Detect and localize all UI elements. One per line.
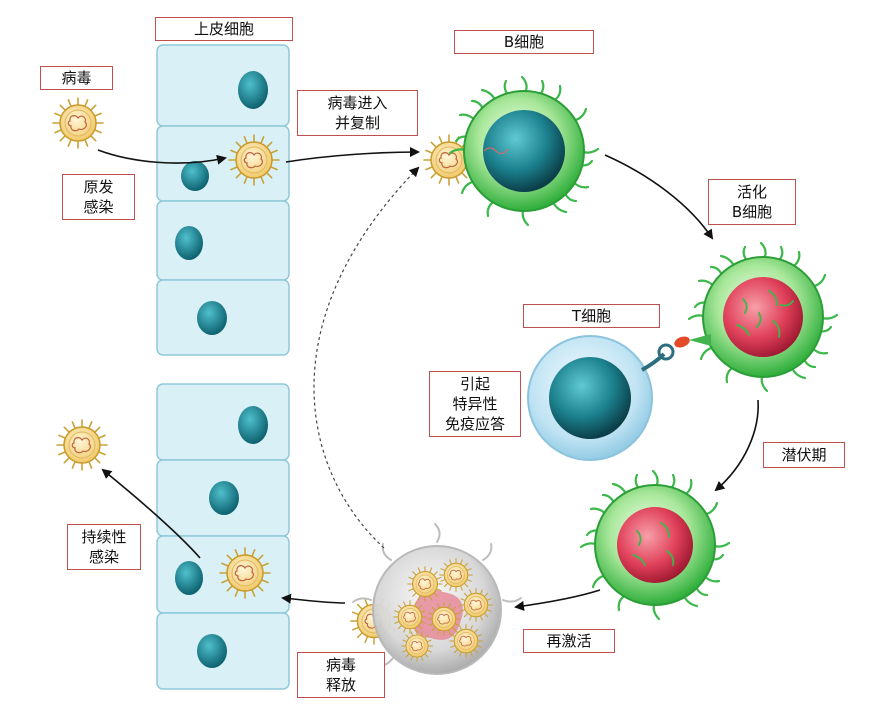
label-t-cell: T细胞 xyxy=(523,304,660,328)
arrow-lysis-to-epithelium xyxy=(281,593,346,604)
latent-b-cell xyxy=(579,469,731,621)
arrow-epithelium-to-b-cell xyxy=(285,147,420,163)
virus-particle-in-epithelium xyxy=(228,134,280,186)
arrow-b-cell-to-activated xyxy=(604,154,714,240)
dashed-arrow-lysis-to-b-cell xyxy=(313,166,420,549)
arrow-latent-to-lysis xyxy=(514,589,601,611)
label-reactivation: 再激活 xyxy=(523,629,615,653)
virus-particle-in-lower-epithelium xyxy=(219,547,271,599)
lysing-cell xyxy=(352,523,522,675)
arrow-virus-to-epithelium xyxy=(97,149,227,165)
label-virus-release: 病毒 释放 xyxy=(297,652,385,698)
t-cell xyxy=(527,335,690,461)
activated-b-cell xyxy=(687,241,839,393)
arrow-activated-to-latent xyxy=(714,399,759,492)
label-latency: 潜伏期 xyxy=(763,442,845,468)
label-virus: 病毒 xyxy=(40,66,113,90)
label-virus-entry: 病毒进入 并复制 xyxy=(297,90,418,136)
arrow-epithelium-to-persistent xyxy=(101,468,201,559)
virus-particle-free xyxy=(52,97,104,149)
virus-particle-persistent xyxy=(56,419,108,471)
label-epithelial-cells: 上皮细胞 xyxy=(155,17,293,41)
b-cell xyxy=(448,75,600,227)
label-persistent-infection: 持续性 感染 xyxy=(67,524,141,570)
label-primary-infection: 原发 感染 xyxy=(62,174,135,220)
epithelial-layer-lower xyxy=(156,383,290,690)
epithelial-layer-upper xyxy=(156,44,290,356)
label-b-cell: B细胞 xyxy=(454,30,594,54)
label-specific-immune-response: 引起 特异性 免疫应答 xyxy=(429,371,521,437)
label-activated-b-cell: 活化 B细胞 xyxy=(708,179,796,225)
